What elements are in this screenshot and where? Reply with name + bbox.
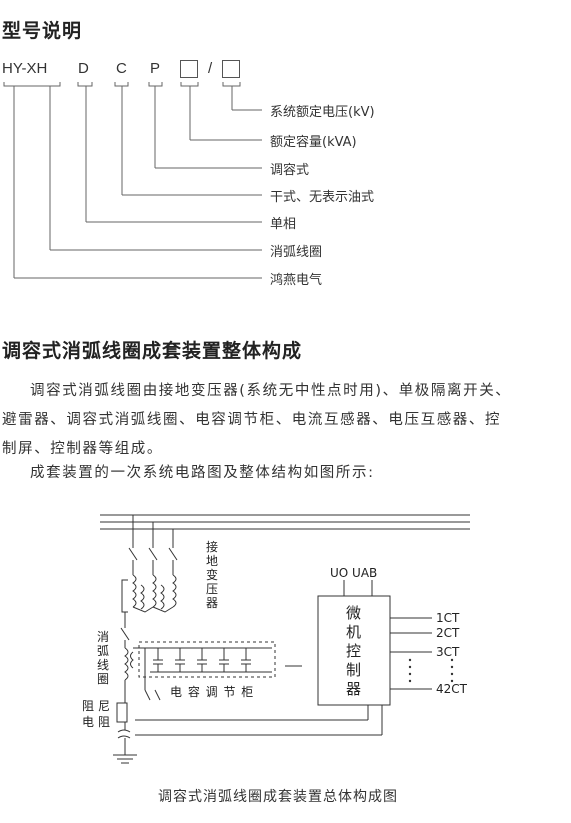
code-c: C	[116, 60, 127, 77]
legend-brand: 鸿燕电气	[270, 273, 323, 288]
legend-rated-voltage: 系统额定电压(kV)	[270, 105, 375, 120]
code-p: P	[150, 60, 161, 77]
paragraph-line-3: 制屏、控制器等组成。	[2, 441, 163, 457]
model-title: 型号说明	[2, 20, 83, 42]
label-2ct: 2CT	[436, 626, 460, 640]
legend-adjustable-type: 调容式	[270, 163, 310, 178]
paragraph-line-2: 避雷器、调容式消弧线圈、电容调节柜、电流互感器、电压互感器、控	[2, 412, 502, 428]
paragraph-2: 成套装置的一次系统电路图及整体结构如图所示:	[30, 465, 375, 481]
label-damping-left: 阻 电	[82, 699, 95, 729]
legend-rated-capacity: 额定容量(kVA)	[270, 135, 357, 150]
diagram-caption: 调容式消弧线圈成套装置总体构成图	[158, 789, 398, 805]
code-box-capacity	[180, 60, 198, 78]
code-d: D	[78, 60, 89, 77]
label-uo-uab: UO UAB	[330, 566, 378, 580]
legend-dry-type: 干式、无表示油式	[270, 190, 375, 205]
code-box-voltage	[222, 60, 240, 78]
label-damping-right: 尼 阻	[98, 699, 111, 729]
label-3ct: 3CT	[436, 645, 460, 659]
label-capacitor-cabinet: 电 容 调 节 柜	[170, 685, 255, 699]
label-arc-coil: 消 弧 线 圈	[97, 630, 110, 686]
composition-title: 调容式消弧线圈成套装置整体构成	[2, 340, 303, 362]
paragraph-line-1: 调容式消弧线圈由接地变压器(系统无中性点时用)、单极隔离开关、	[30, 383, 512, 399]
controller-label: 微 机 控 制 器	[346, 604, 362, 698]
label-grounding-transformer: 接 地 变 压 器	[206, 540, 219, 610]
label-42ct: 42CT	[436, 682, 467, 696]
legend-single-phase: 单相	[270, 217, 297, 232]
code-slash: /	[208, 60, 213, 77]
label-1ct: 1CT	[436, 611, 460, 625]
legend-arc-coil: 消弧线圈	[270, 245, 323, 260]
code-hy-xh: HY-XH	[2, 60, 48, 77]
